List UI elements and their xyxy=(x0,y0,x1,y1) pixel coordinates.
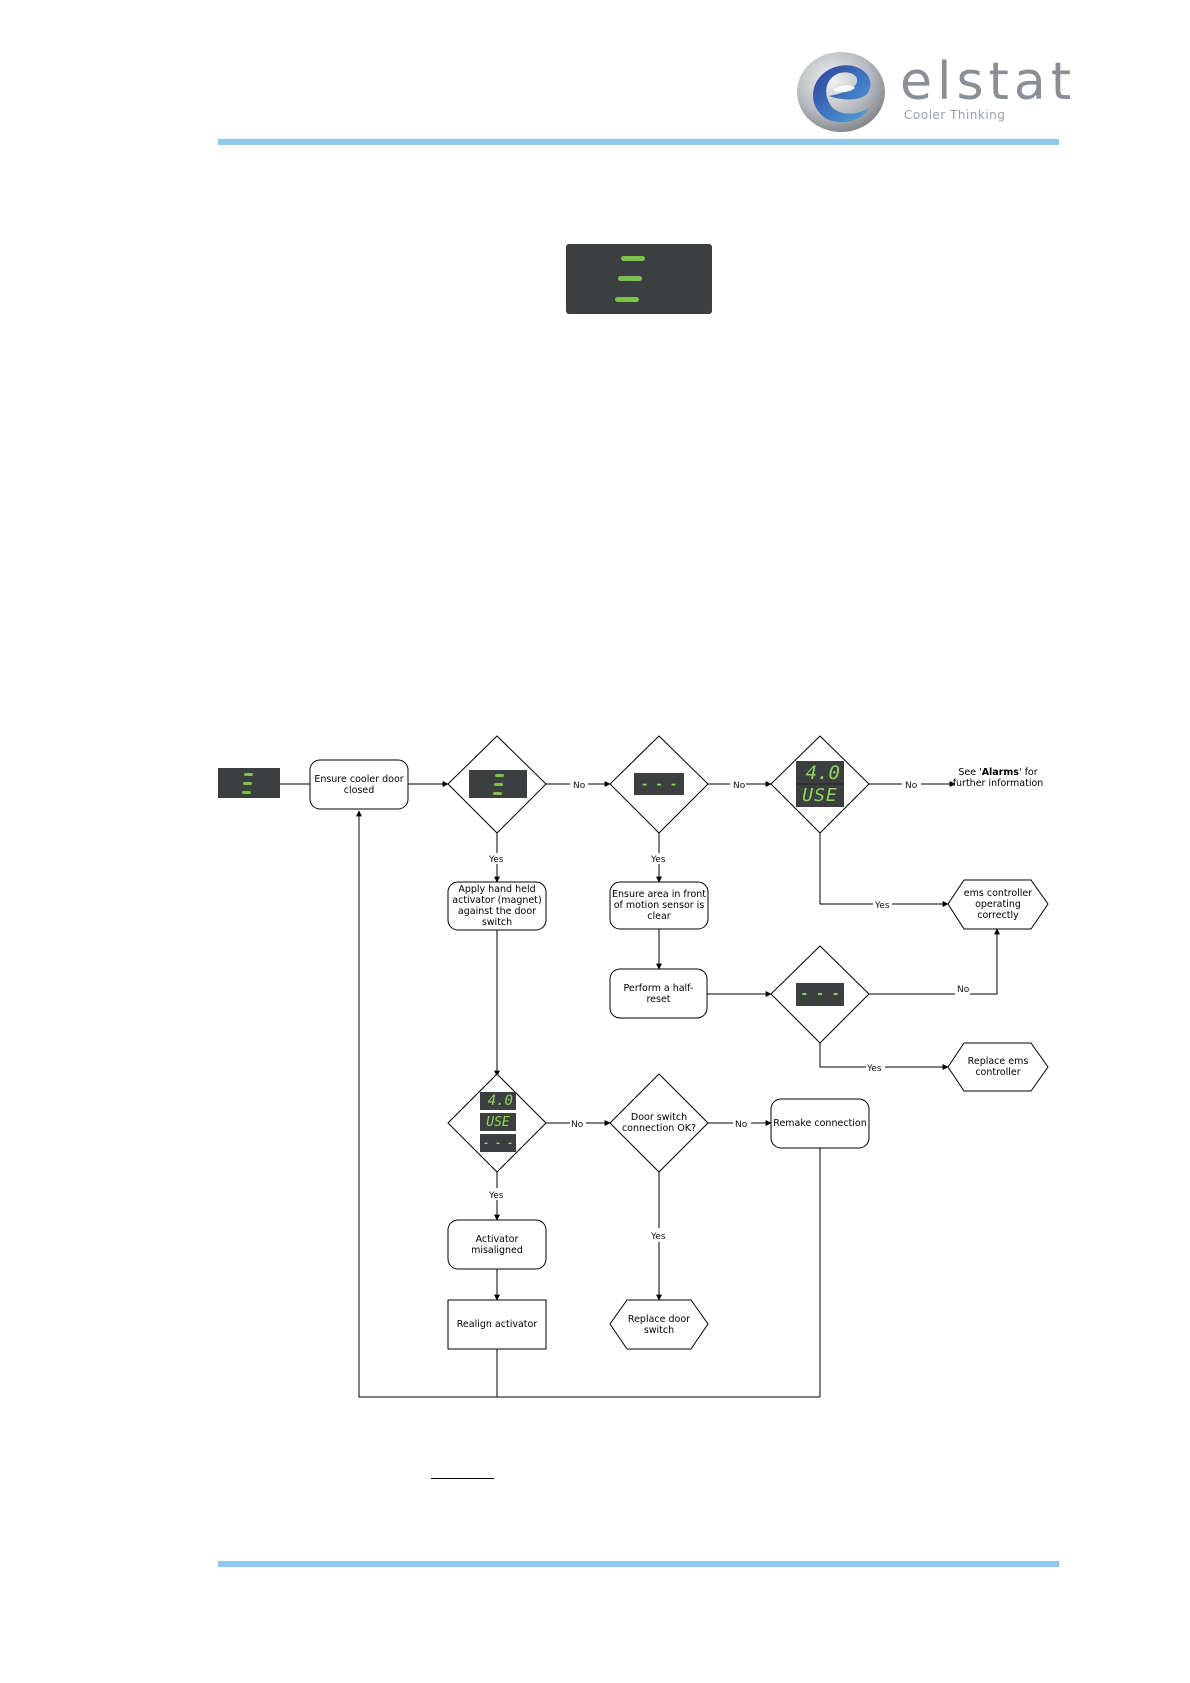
replace-ems-node: Replace ems controller xyxy=(947,1042,1049,1092)
elstat-logo-icon xyxy=(797,52,885,132)
multi-bottom-text: - - - xyxy=(482,1137,514,1149)
ensure-door-closed-node: Ensure cooler door closed xyxy=(309,759,409,810)
multi-top-text: 4.0 xyxy=(487,1093,513,1109)
edge-label-no: No xyxy=(573,781,586,791)
edge-label-yes: Yes xyxy=(866,1064,882,1074)
remake-connection-node: Remake connection xyxy=(770,1098,870,1149)
see-alarms-prefix: See ' xyxy=(958,767,982,778)
decision-door-switch-node: Door switch connection OK? xyxy=(609,1073,709,1173)
see-alarms-bold: Alarms xyxy=(981,767,1019,778)
footer-rule xyxy=(218,1561,1059,1567)
ems-ok-text: ems controller operating correctly xyxy=(963,888,1033,921)
multi-mid-text: USE xyxy=(486,1114,510,1130)
flowchart-connectors xyxy=(280,781,1000,1398)
edge-label-yes: Yes xyxy=(488,855,504,865)
underline-rule xyxy=(431,1478,494,1479)
ems-ok-node: ems controller operating correctly xyxy=(947,879,1049,930)
brand-tagline: Cooler Thinking xyxy=(904,108,1006,122)
realign-activator-node: Realign activator xyxy=(447,1299,547,1350)
realign-activator-text: Realign activator xyxy=(456,1319,538,1330)
activator-misaligned-node: Activator misaligned xyxy=(447,1219,547,1270)
seven-segment-display-icon xyxy=(615,256,645,302)
start-display-node xyxy=(218,768,280,798)
half-reset-text: Perform a half-reset xyxy=(623,982,694,1005)
controller-display xyxy=(566,244,712,314)
edge-label-no: No xyxy=(733,781,746,791)
edge-label-no: No xyxy=(571,1120,584,1130)
decision-dashes-2-node: - - - xyxy=(770,945,870,1044)
edge-label-no: No xyxy=(905,781,918,791)
decision-dashes-node: - - - xyxy=(609,735,709,834)
apply-activator-node: Apply hand held activator (magnet) again… xyxy=(447,881,547,931)
decision-display-node xyxy=(447,735,547,834)
decision-dashes-text: - - - xyxy=(640,777,678,791)
activator-misaligned-text: Activator misaligned xyxy=(471,1233,523,1256)
remake-connection-text: Remake connection xyxy=(773,1118,867,1129)
decision-dashes-2-text: - - - xyxy=(800,987,840,1002)
decision-multi-node: 4.0 USE - - - xyxy=(447,1073,547,1173)
ensure-area-node: Ensure area in front of motion sensor is… xyxy=(609,881,709,930)
edge-label-no: No xyxy=(957,985,970,995)
door-switch-text: Door switch connection OK? xyxy=(621,1112,697,1134)
edge-label-yes: Yes xyxy=(488,1191,504,1201)
edge-label-yes: Yes xyxy=(874,901,890,911)
edge-label-yes: Yes xyxy=(650,1232,666,1242)
see-alarms-suffix: ' for further information xyxy=(952,767,1044,789)
header-rule xyxy=(218,139,1059,145)
alarm-top-text: 4.0 xyxy=(805,761,840,784)
edge-label-no: No xyxy=(735,1120,748,1130)
replace-door-switch-node: Replace door switch xyxy=(609,1299,709,1350)
edge-labels: No No No Yes Yes Yes No Yes No No Yes Ye… xyxy=(488,781,970,1242)
decision-alarm-node: 4.0 USE xyxy=(770,735,870,834)
apply-activator-text: Apply hand held activator (magnet) again… xyxy=(452,884,542,928)
edge-label-yes: Yes xyxy=(650,855,666,865)
ensure-area-text: Ensure area in front of motion sensor is… xyxy=(611,889,707,922)
logo xyxy=(795,50,887,134)
replace-ems-text: Replace ems controller xyxy=(967,1056,1029,1078)
ensure-door-closed-text: Ensure cooler door closed xyxy=(314,773,404,796)
alarm-bottom-text: USE xyxy=(802,785,838,806)
see-alarms-text: See 'Alarms' for further information xyxy=(950,767,1046,789)
see-alarms-node: See 'Alarms' for further information xyxy=(950,767,1046,789)
replace-door-switch-text: Replace door switch xyxy=(627,1313,691,1336)
half-reset-node: Perform a half-reset xyxy=(609,968,708,1019)
brand-name: elstat xyxy=(900,52,1077,112)
